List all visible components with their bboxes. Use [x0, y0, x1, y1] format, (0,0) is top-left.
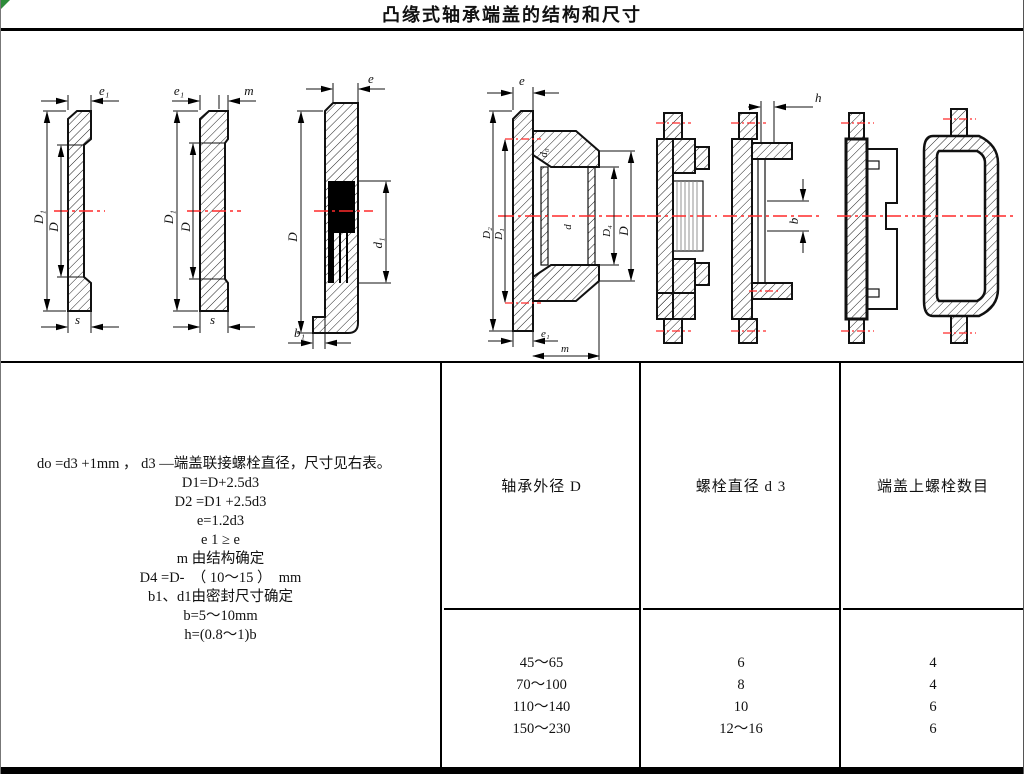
seal-lip [328, 233, 334, 283]
notes-cell: do =d3 +1mm ， d3 —端盖联接螺栓直径，尺寸见右表。 D1=D+2… [1, 363, 442, 767]
dim-label-d0: d₀ [538, 148, 550, 158]
flange-section [512, 110, 534, 332]
inner-profile [867, 148, 898, 310]
dim-label-d: d [562, 224, 574, 230]
table-cell: 6 [737, 655, 745, 671]
dim-label-D1: D₁ [161, 210, 176, 225]
drawing-7-stamped-cover [837, 112, 915, 344]
upper-web [532, 130, 600, 168]
column-bearing-od: 轴承外径 D 45～65 70～100 110～140 150～230 [444, 363, 641, 767]
drawing-1-flat-cover: e₁ D₁ D s [31, 83, 119, 333]
dim-label-m: m [561, 343, 569, 355]
note-line: b=5～10mm [183, 608, 258, 624]
dim-label-D: D [46, 222, 61, 233]
bottom-tab [950, 315, 968, 344]
drawing-panel: e₁ D₁ D s [1, 31, 1023, 363]
table-cell: 8 [737, 677, 745, 693]
dim-label-D: D [616, 226, 631, 237]
bottom-border-bar [1, 767, 1023, 774]
note-line: m 由结构确定 [176, 551, 265, 567]
dim-label-e: e [368, 71, 374, 86]
dim-label-D1: D₁ [31, 210, 46, 225]
table-cell: 4 [929, 677, 937, 693]
column-bolt-diameter: 螺栓直径 d 3 6 8 10 12～16 [643, 363, 841, 767]
dim-label-d1: d₁ [370, 237, 385, 248]
table-cell: 6 [929, 721, 937, 737]
top-lip [751, 142, 793, 160]
table-cell: 6 [929, 699, 937, 715]
dim-label-e: e [519, 73, 525, 88]
dim-label-D2: D₂ [481, 227, 493, 240]
note-line: do =d3 +1mm ， d3 —端盖联接螺栓直径，尺寸见右表。 [37, 456, 392, 472]
top-tab [663, 112, 683, 140]
note-line: D2 =D1 +2.5d3 [174, 494, 267, 510]
note-line: b1、d1由密封尺寸确定 [148, 589, 293, 605]
column-header: 螺栓直径 d 3 [643, 363, 839, 610]
note-line: D1=D+2.5d3 [181, 475, 260, 491]
dim-label-D4: D₄ [601, 225, 613, 238]
wall [731, 138, 753, 320]
drawing-2-thick-cover: e₁ m D₁ D s [161, 83, 256, 333]
dim-label-e1: e₁ [99, 83, 109, 98]
ring-section [922, 134, 1000, 318]
column-header: 端盖上螺栓数目 [843, 363, 1023, 610]
dim-label-D: D [285, 232, 300, 243]
column-data: 4 4 6 6 [843, 610, 1023, 740]
table-cell: 150～230 [512, 721, 571, 737]
corner-marker-icon [1, 0, 10, 9]
table-cell: 110～140 [512, 699, 571, 715]
table-cell: 70～100 [516, 677, 567, 693]
note-line: e=1.2d3 [196, 513, 245, 529]
top-tab [950, 108, 968, 137]
lower-web [532, 264, 600, 302]
dim-label-s: s [210, 312, 215, 327]
upper-lug [694, 146, 710, 170]
drawing-5-felt-seal-cover [647, 112, 717, 344]
table-cell: 4 [929, 655, 937, 671]
drawing-4-flanged-cover: d₀ e D₂ D₁ d [481, 73, 645, 360]
drawing-3-seal-cover: e D d₁ b₁ [285, 71, 391, 349]
dim-label-m: m [244, 83, 253, 98]
drawing-6-gap-seal-cover: h b [723, 90, 822, 344]
wall [844, 137, 869, 321]
dim-label-e1: e₁ [541, 328, 550, 340]
top-tab [738, 112, 758, 140]
table-cell: 10 [733, 699, 749, 715]
upper-flange [672, 138, 696, 174]
column-bolt-count: 端盖上螺栓数目 4 4 6 6 [843, 363, 1023, 767]
technical-drawings: e₁ D₁ D s [31, 71, 1013, 360]
dim-label-D: D [178, 222, 193, 233]
dim-label-b1: b₁ [294, 325, 305, 340]
dim-label-h: h [815, 90, 822, 105]
dimension-table: do =d3 +1mm ， d3 —端盖联接螺栓直径，尺寸见右表。 D1=D+2… [1, 363, 1023, 767]
page-title: 凸缘式轴承端盖的结构和尺寸 [382, 5, 642, 25]
dim-label-s: s [75, 312, 80, 327]
lower-body [656, 292, 696, 320]
table-cell: 12～16 [719, 721, 763, 737]
seal-block [328, 181, 355, 233]
dim-label-D1: D₁ [493, 228, 505, 241]
column-header: 轴承外径 D [444, 363, 639, 610]
column-data: 6 8 10 12～16 [643, 610, 839, 740]
note-line: D4 =D- （ 10～15 ） mm [139, 570, 302, 586]
drawing-8-closed-cover [917, 108, 1013, 344]
dim-label-e1: e₁ [174, 83, 184, 98]
lower-flange [672, 258, 696, 294]
table-cell: 45～65 [519, 655, 564, 671]
lower-lug [694, 262, 710, 286]
note-line: h=(0.8～1)b [184, 627, 257, 643]
title-bar: 凸缘式轴承端盖的结构和尺寸 [1, 0, 1023, 31]
column-data: 45～65 70～100 110～140 150～230 [444, 610, 639, 740]
dim-label-b: b [786, 217, 801, 224]
note-line: e 1 ≥ e [201, 532, 240, 548]
top-tab [848, 112, 865, 140]
